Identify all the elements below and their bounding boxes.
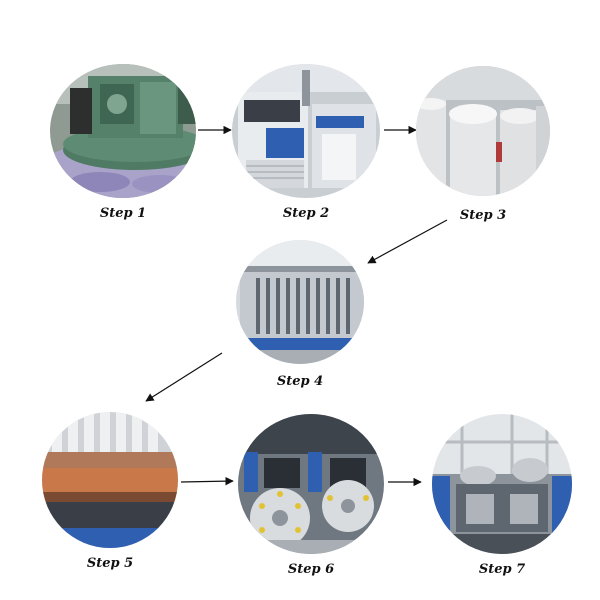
roving-frame-photo bbox=[236, 240, 364, 364]
step-1: Step 1 bbox=[50, 64, 196, 234]
step-label: Step 5 bbox=[50, 556, 170, 571]
winding-machine-photo bbox=[238, 414, 384, 554]
step-2: Step 2 bbox=[232, 64, 380, 234]
arrow-5-to-6 bbox=[181, 481, 233, 482]
step-4: Step 4 bbox=[236, 240, 364, 390]
carding-machine-photo bbox=[50, 64, 196, 198]
step-3: Step 3 bbox=[416, 66, 550, 236]
arrow-4-to-5 bbox=[146, 353, 222, 401]
step-5: Step 5 bbox=[42, 412, 178, 572]
step-label: Step 3 bbox=[423, 208, 543, 223]
ring-spinning-photo bbox=[42, 412, 178, 548]
sliver-cans-photo bbox=[416, 66, 550, 196]
step-label: Step 1 bbox=[63, 206, 183, 221]
step-7: Step 7 bbox=[432, 414, 572, 580]
step-6: Step 6 bbox=[238, 414, 384, 580]
step-label: Step 6 bbox=[251, 562, 371, 577]
step-label: Step 2 bbox=[246, 206, 366, 221]
step-label: Step 4 bbox=[240, 374, 360, 389]
drawing-frame-photo bbox=[232, 64, 380, 198]
step-label: Step 7 bbox=[442, 562, 562, 577]
yarn-packages-photo bbox=[432, 414, 572, 554]
